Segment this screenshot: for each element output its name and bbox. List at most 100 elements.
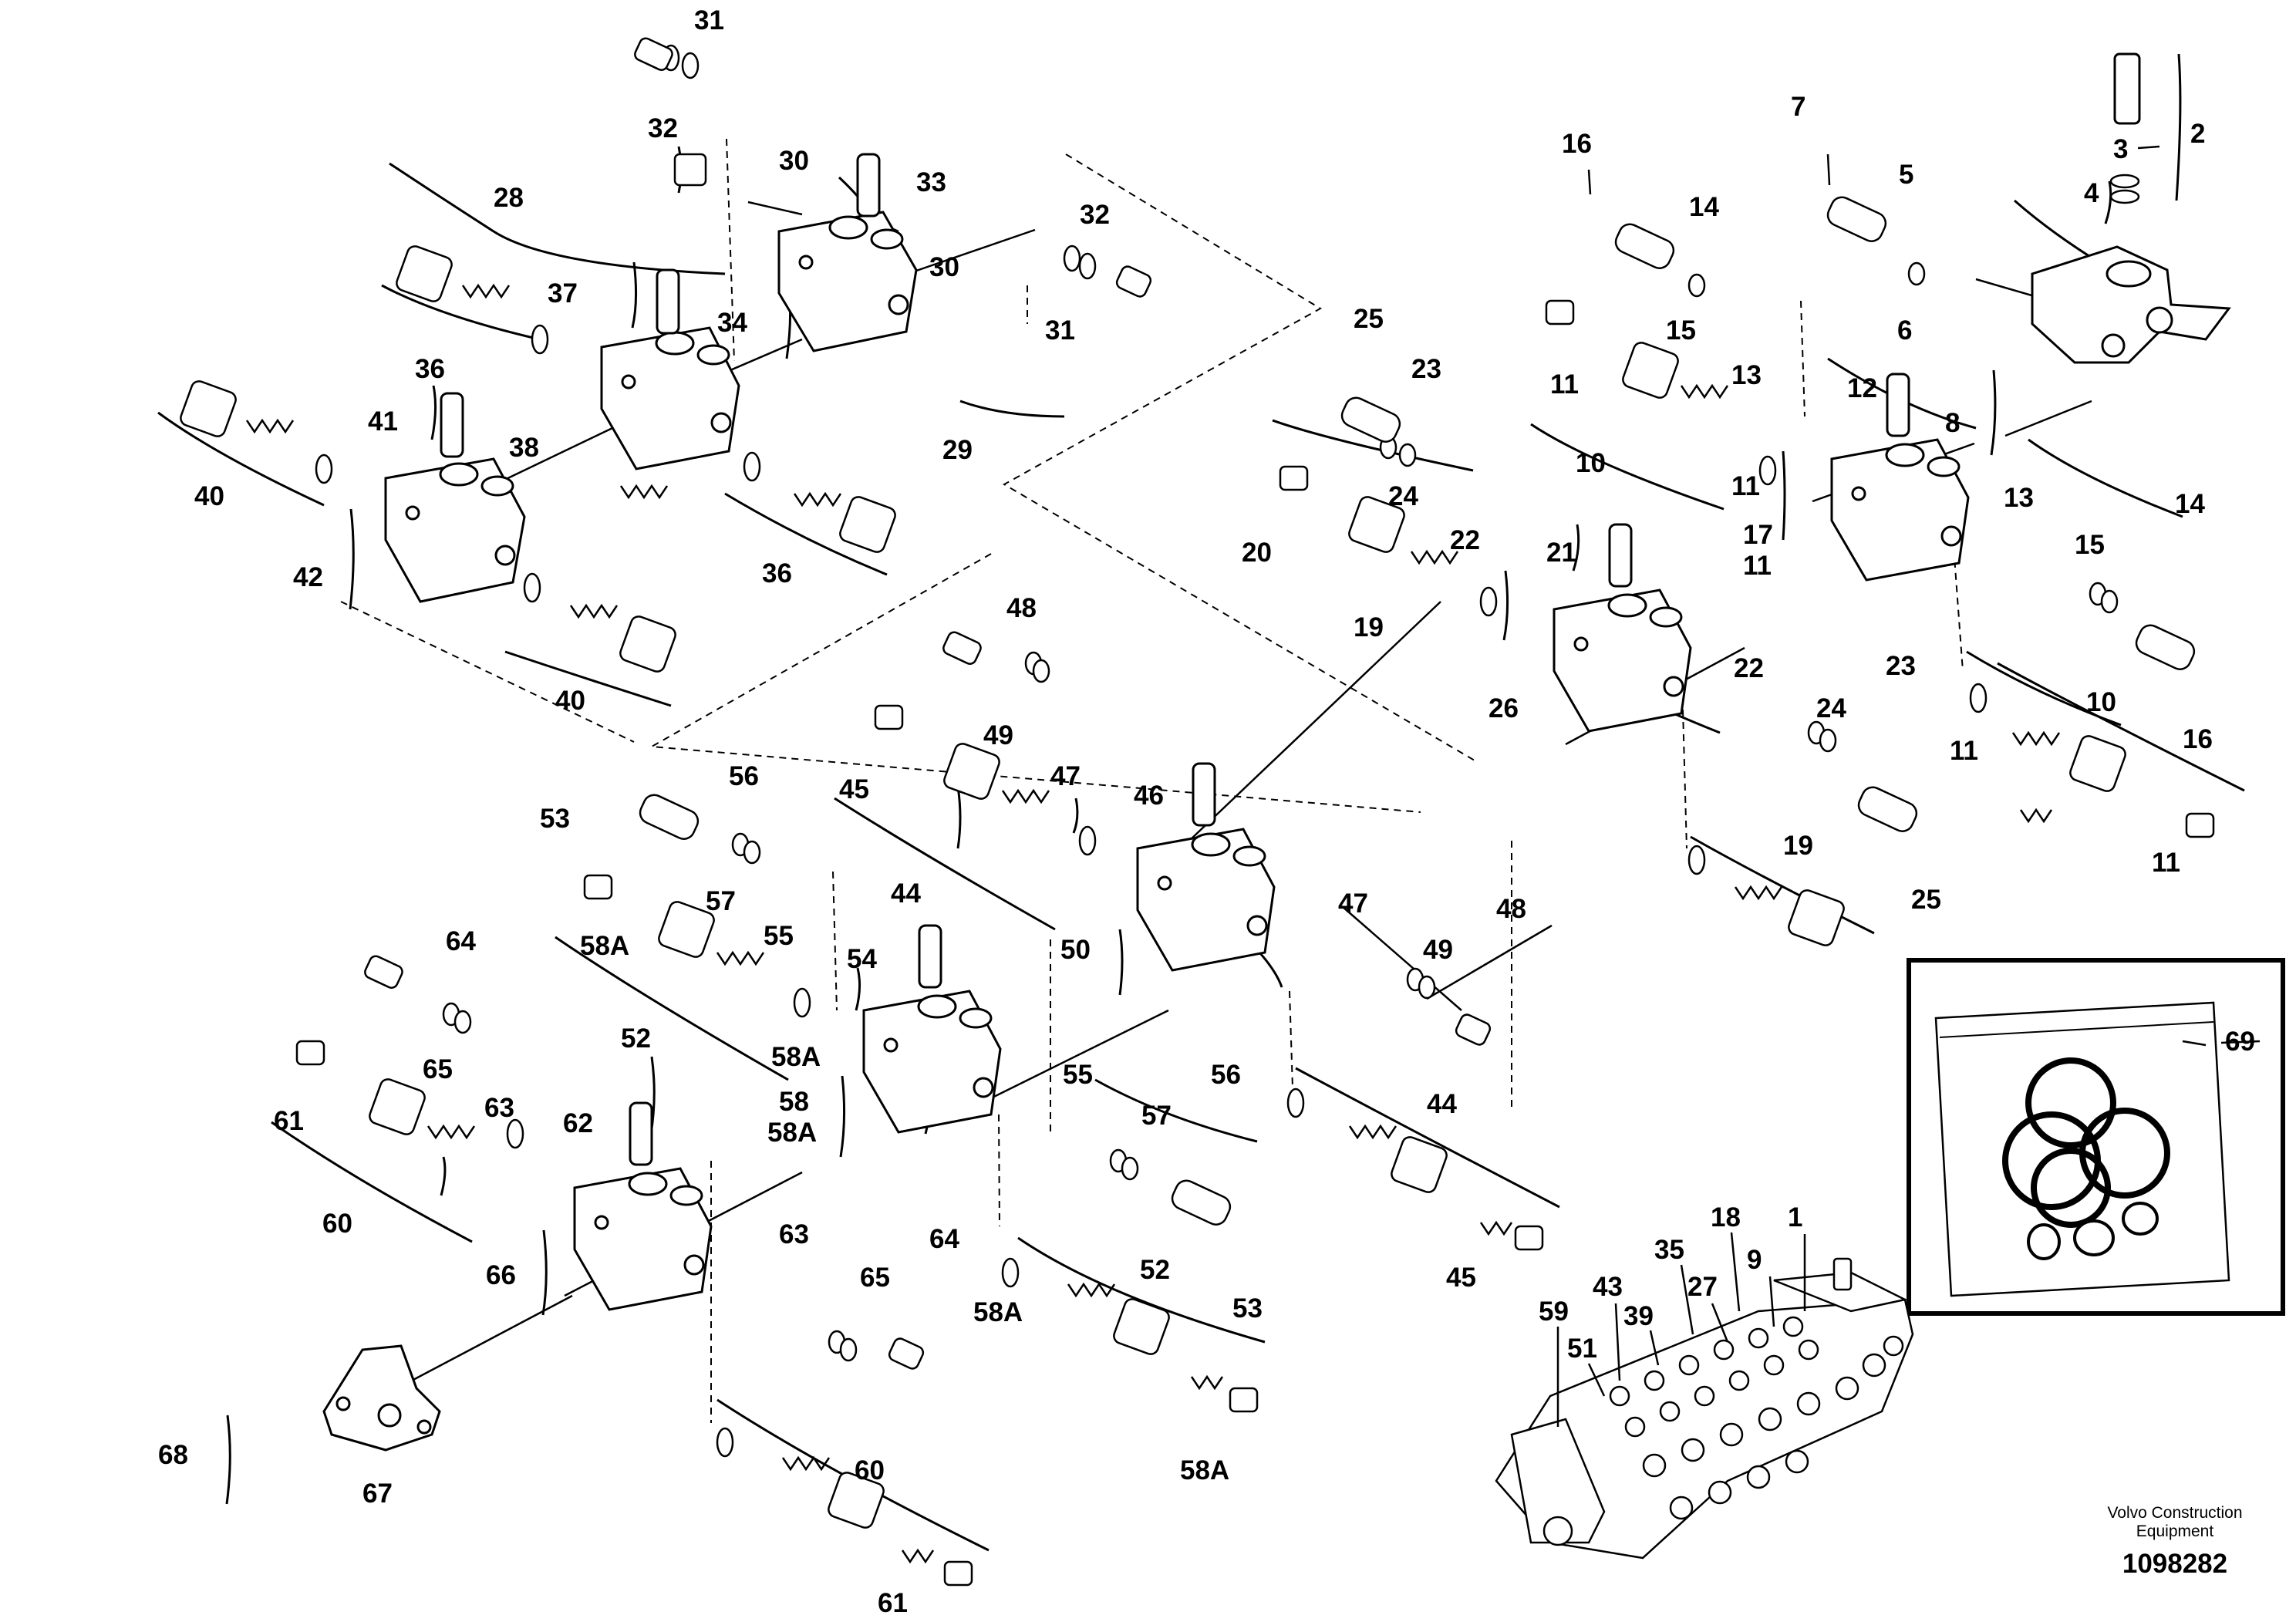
label-32a: 32 [648,113,678,143]
label-18: 18 [1711,1202,1741,1233]
valve-section-26 [1553,523,1692,733]
label-13a: 13 [1731,360,1762,390]
label-38: 38 [509,433,539,463]
label-51: 51 [1567,1334,1597,1364]
label-64a: 64 [446,926,476,956]
label-55a: 55 [764,921,794,951]
label-8: 8 [1945,408,1960,438]
label-30b: 30 [929,252,959,282]
label-25a: 25 [1354,304,1384,334]
label-28: 28 [494,183,524,213]
cap-10a [1622,342,1679,399]
label-11e: 11 [2152,848,2180,878]
nuts [295,153,2215,1587]
label-3: 3 [2113,134,2128,164]
label-25b: 25 [1911,885,1941,915]
label-65b: 65 [860,1263,890,1293]
label-42: 42 [293,562,323,592]
label-66: 66 [486,1260,516,1290]
label-7: 7 [1791,92,1805,122]
small-components [180,37,2215,1587]
label-44b: 44 [1427,1089,1457,1119]
label-22b: 22 [1734,653,1764,683]
label-14a: 14 [1689,192,1719,222]
label-11a: 11 [1550,369,1579,400]
label-61b: 61 [878,1588,908,1618]
cap-36b [839,496,896,553]
label-11d: 11 [1950,736,1978,766]
cap-52a [658,901,715,958]
label-49a: 49 [983,720,1013,750]
label-58A-b: 58A [771,1042,821,1072]
part-labels: 31 32 28 30 33 37 34 30 32 31 29 36 41 3… [158,5,2255,1618]
label-50: 50 [1060,935,1091,965]
label-64b: 64 [929,1224,959,1254]
label-24b: 24 [1816,693,1846,723]
valve-section-42 [384,392,526,603]
label-57b: 57 [1141,1101,1172,1131]
valve-section-50 [1136,762,1276,972]
label-58A-c: 58A [767,1118,817,1148]
label-53b: 53 [1232,1293,1263,1324]
label-29: 29 [942,435,973,465]
label-58A-e: 58A [1180,1455,1229,1485]
label-62: 62 [563,1108,593,1138]
label-58A-d: 58A [973,1297,1023,1327]
label-60a: 60 [322,1209,352,1239]
label-9: 9 [1747,1245,1762,1275]
label-26: 26 [1489,693,1519,723]
label-31b: 31 [1045,315,1075,346]
cap-60b [828,1472,885,1529]
label-11b: 11 [1731,471,1760,501]
label-19b: 19 [1783,831,1813,861]
label-59: 59 [1539,1297,1569,1327]
label-55b: 55 [1063,1060,1093,1090]
label-65a: 65 [423,1054,453,1084]
label-58: 58 [779,1087,809,1117]
label-47b: 47 [1338,889,1368,919]
label-20: 20 [1242,538,1272,568]
valve-section-17 [1830,373,1970,582]
label-32b: 32 [1080,200,1110,230]
label-23b: 23 [1886,651,1916,681]
label-58A-a: 58A [580,931,629,961]
cap-10b [2069,735,2126,792]
cap-36a [396,245,453,302]
label-31a: 31 [694,5,724,35]
label-35: 35 [1654,1235,1684,1265]
label-61a: 61 [274,1106,304,1136]
label-37: 37 [548,278,578,309]
label-39: 39 [1623,1301,1654,1331]
label-48b: 48 [1496,894,1526,924]
label-67: 67 [362,1479,393,1509]
label-41: 41 [368,406,398,437]
label-45b: 45 [1446,1263,1476,1293]
label-33: 33 [916,167,946,197]
brand-name-suffix: Equipment [2136,1523,2214,1540]
label-10b: 10 [2086,687,2116,717]
label-10a: 10 [1576,448,1606,478]
label-4: 4 [2084,178,2099,208]
label-36b: 36 [762,558,792,588]
cap-44b [1391,1136,1448,1193]
label-49b: 49 [1423,935,1453,965]
end-cover-67 [322,1344,441,1452]
label-45a: 45 [839,774,869,804]
label-53a: 53 [540,804,570,834]
label-17: 17 [1743,520,1773,550]
valve-section-38 [600,268,740,470]
brand-name: Volvo Construction [2107,1504,2243,1522]
assembled-valve [1495,1257,1914,1560]
cap-60a [369,1078,426,1135]
valve-section-34 [777,153,918,352]
label-63a: 63 [484,1093,514,1123]
label-5: 5 [1899,160,1913,190]
label-57a: 57 [706,886,736,916]
label-11c: 11 [1743,551,1772,581]
cap-52b [1113,1298,1170,1355]
valve-section-58 [862,924,1002,1134]
label-21: 21 [1546,538,1576,568]
leader-lines [1556,145,2261,1427]
